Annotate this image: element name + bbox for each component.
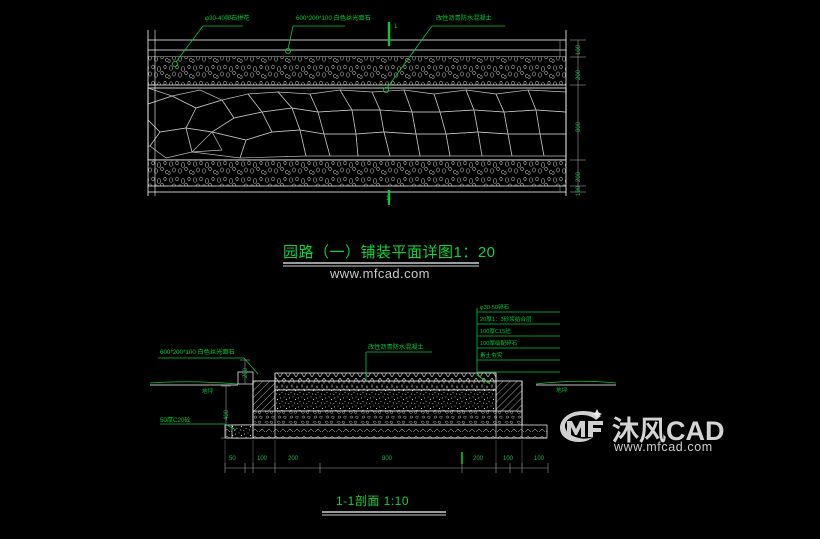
logo-brand-text: 沐风CAD (612, 416, 725, 446)
section-view-geometry (149, 371, 617, 439)
mf-monogram-icon (560, 409, 603, 442)
section-bottom-dimension-100-b: 100 (503, 456, 514, 462)
section-callout-asphalt-concrete: 改性沥青防水混凝土 (368, 344, 424, 351)
section-dimension-400: 400 (224, 409, 230, 420)
section-bottom-dimensions (224, 440, 549, 473)
section-legend-graded-gravel: 100厚级配碎石 (480, 341, 518, 347)
section-view-title: 1-1剖面 1:10 (336, 494, 410, 508)
plan-callout-pebble-pattern: φ30-40卵石拼花 (205, 15, 250, 22)
section-legend-c15-concrete: 100厚C15砼 (480, 329, 511, 335)
section-grade-label-right: 地坪 (556, 388, 568, 394)
section-legend-mortar: 20厚1：3砂浆结合层 (480, 317, 532, 323)
section-bottom-dimension-800: 800 (382, 456, 393, 462)
plan-section-mark-bottom: 1 (386, 195, 390, 202)
plan-callout-asphalt-concrete: 改性沥青防水混凝土 (436, 15, 492, 22)
section-bottom-dimension-200-a: 200 (288, 456, 299, 462)
plan-view-title: 园路（一）铺装平面详图1：20 (283, 244, 496, 261)
section-dimension-200: 200 (243, 367, 249, 378)
plan-watermark: www.mfcad.com (330, 266, 430, 281)
plan-section-mark-top: 1 (394, 23, 398, 30)
section-bottom-dimension-200-b: 200 (473, 456, 484, 462)
section-title-rule (322, 511, 446, 516)
logo-url-text: www.mfcad.com (614, 440, 713, 454)
section-legend-leaders (476, 308, 560, 385)
plan-dimension-200-bottom: 200 (576, 171, 582, 182)
section-grade-label-left: 地坪 (202, 389, 214, 395)
section-callout-stone-paver: 600*200*100 白色丝光面石 (160, 349, 235, 356)
section-bottom-dimension-100-a: 100 (257, 456, 268, 462)
plan-dimension-800: 800 (576, 121, 582, 132)
plan-dimension-100-bottom: 100 (576, 185, 582, 196)
section-bottom-dimension-100-c: 100 (534, 456, 545, 462)
section-bottom-dimension-50: 50 (229, 456, 236, 462)
plan-callout-stone-paver: 600*200*100 白色丝光面石 (296, 15, 371, 22)
section-legend-compacted-soil: 素土夯实 (480, 353, 503, 359)
section-legend-pebble: φ30-50卵石 (480, 305, 510, 311)
section-callout-c20-concrete: 50厚C20砼 (160, 417, 191, 424)
plan-dimension-200-top: 200 (576, 69, 582, 80)
plan-view-geometry (147, 30, 567, 196)
section-left-dimensions (221, 359, 250, 439)
plan-right-dimensions (559, 39, 586, 193)
plan-dimension-100-top: 100 (576, 44, 582, 55)
plan-leaders (171, 25, 505, 94)
plan-title-rule (283, 262, 479, 267)
section-leaders (158, 351, 432, 431)
mfcad-logo: 沐风CAD www.mfcad.com (557, 409, 747, 459)
